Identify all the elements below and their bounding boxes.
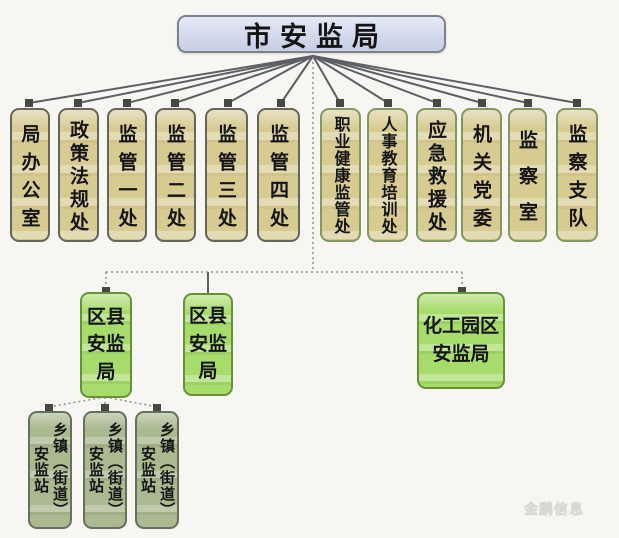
bureau-label: 化工园区安监局 (422, 314, 499, 365)
dept-label: 政策法规处 (67, 119, 89, 235)
dept-label: 局办公室 (18, 123, 41, 236)
org-root-box: 市安监局 (177, 15, 446, 53)
bureau-label: 区县安监局 (188, 305, 227, 383)
dept-label: 监管四处 (267, 123, 289, 236)
station-label: 乡镇（街道）安监站 (32, 422, 69, 518)
dept-box-jianguan1: 监管一处 (107, 108, 147, 242)
dept-label: 职业健康监管处 (331, 116, 351, 235)
station-label: 乡镇（街道）安监站 (139, 422, 176, 518)
connector-squares (25, 99, 581, 412)
bureau-box-huagongyuanqu: 化工园区安监局 (417, 292, 505, 389)
station-label: 乡镇（街道）安监站 (87, 422, 124, 518)
dept-label: 监管一处 (115, 123, 138, 236)
bureau-box-quxian-2: 区县安监局 (183, 293, 233, 396)
dept-label: 监管三处 (215, 123, 237, 236)
dept-label: 人事教育培训处 (378, 116, 398, 235)
bureau-box-quxian-1: 区县安监局 (80, 292, 132, 398)
dept-label: 监察室 (516, 129, 538, 238)
station-box-3: 乡镇（街道）安监站 (135, 411, 179, 529)
dept-label: 监管二处 (164, 123, 186, 236)
dept-box-jianguan3: 监管三处 (205, 108, 248, 242)
dept-box-jianchazhidui: 监察支队 (556, 108, 598, 242)
dept-box-yingjijiuyuan: 应急救援处 (416, 108, 457, 242)
dept-label: 应急救援处 (425, 119, 447, 235)
dept-box-jianguan2: 监管二处 (155, 108, 196, 242)
dept-label: 机关党委 (470, 123, 492, 236)
fan-lines (28, 55, 578, 295)
dept-box-bangongshi: 局办公室 (10, 108, 50, 242)
watermark: 金鹏信息 (524, 502, 584, 518)
org-root-label: 市安监局 (244, 21, 388, 53)
station-box-1: 乡镇（街道）安监站 (28, 411, 72, 529)
dept-box-zhiyejiankang: 职业健康监管处 (320, 108, 361, 242)
station-box-2: 乡镇（街道）安监站 (83, 411, 127, 529)
bureau-label: 区县安监局 (86, 305, 125, 383)
dept-box-jianchashi: 监察室 (508, 108, 547, 242)
dept-box-jianguan4: 监管四处 (257, 108, 300, 242)
dept-box-jiguandangwei: 机关党委 (461, 108, 502, 242)
dept-label: 监察支队 (565, 123, 588, 236)
dept-box-renshijiaoyu: 人事教育培训处 (367, 108, 408, 242)
dept-box-zhengcefagui: 政策法规处 (58, 108, 99, 242)
